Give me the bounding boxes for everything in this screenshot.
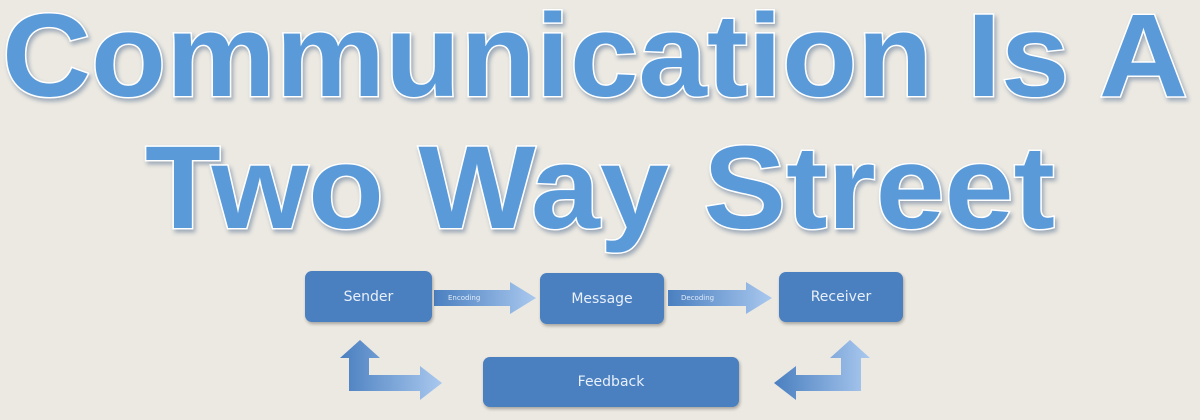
feedback-node: Feedback <box>483 357 739 407</box>
feedback-label: Feedback <box>577 374 645 390</box>
sender-node: Sender <box>305 271 432 322</box>
message-node: Message <box>540 273 664 324</box>
title-line-2: Two Way Street <box>145 122 1055 254</box>
encoding-arrow: Encoding <box>434 282 536 314</box>
message-label: Message <box>571 290 633 307</box>
feedback-to-sender-arrow <box>340 340 442 400</box>
decoding-label: Decoding <box>681 294 714 302</box>
title-line-1: Communication Is A <box>2 0 1188 122</box>
receiver-node: Receiver <box>779 272 903 322</box>
receiver-label: Receiver <box>810 289 872 305</box>
decoding-arrow: Decoding <box>668 282 772 314</box>
encoding-label: Encoding <box>448 294 480 302</box>
sender-label: Sender <box>343 288 394 305</box>
feedback-to-receiver-arrow <box>774 340 870 400</box>
